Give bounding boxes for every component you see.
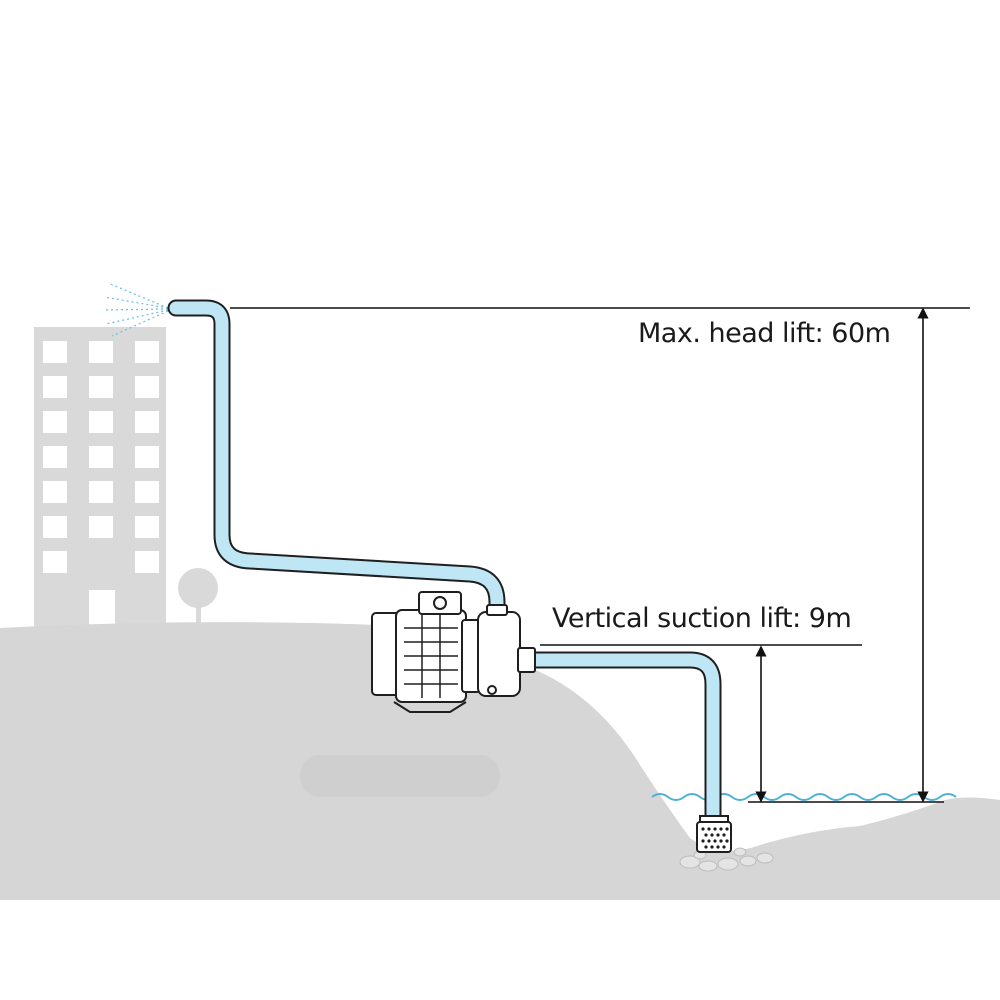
max-head-dimension — [230, 307, 970, 803]
pump-icon — [371, 591, 536, 713]
water-surface — [651, 793, 957, 801]
discharge-pipe — [167, 299, 506, 624]
suction-dimension — [540, 644, 862, 803]
tree-icon — [178, 568, 218, 632]
strainer-icon — [696, 815, 732, 853]
max-head-lift-label: Max. head lift: 60m — [638, 318, 891, 349]
building-icon — [34, 327, 166, 632]
ground — [0, 622, 1000, 900]
vertical-suction-lift-label: Vertical suction lift: 9m — [552, 603, 852, 634]
suction-pipe — [526, 651, 722, 829]
water-spray-icon — [103, 282, 169, 337]
ground-shade — [300, 755, 500, 797]
